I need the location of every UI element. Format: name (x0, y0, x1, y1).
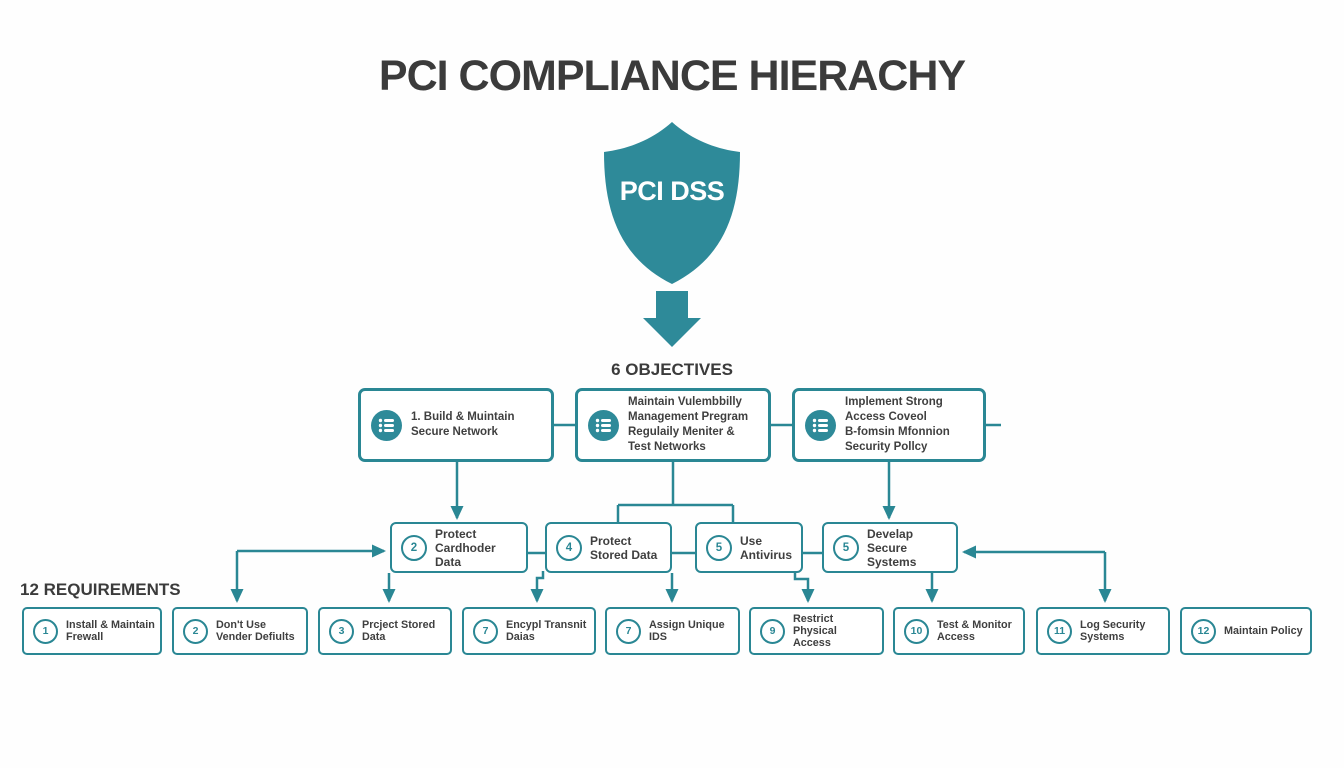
number-badge: 10 (904, 618, 929, 644)
middle-box-protect-cardholder-data: 2 Protect Cardhoder Data (390, 522, 528, 573)
middle-box-protect-stored-data: 4 Protect Stored Data (545, 522, 672, 573)
objective-line: Access Coveol (845, 410, 927, 423)
requirement-label: Install & Maintain Frewall (66, 619, 155, 643)
requirement-label: Prcject Stored Data (362, 619, 436, 643)
number-badge: 12 (1191, 618, 1216, 644)
requirement-box-2: 2 Don't Use Vender Defiults (172, 607, 308, 655)
requirement-box-9: 12 Maintain Policy (1180, 607, 1312, 655)
objective-line: Maintain Vulembbilly (628, 395, 742, 408)
number-badge: 1 (33, 618, 58, 644)
objective-text: Implement Strong Access Coveol B-fomsin … (845, 395, 975, 456)
number-badge: 7 (473, 618, 498, 644)
middle-box-use-antivirus: 5 Use Antivirus (695, 522, 803, 573)
number-badge: 7 (616, 618, 641, 644)
objective-box-2: Maintain Vulembbilly Management Pregram … (575, 388, 771, 462)
objective-box-1: 1. Build & Muintain Secure Network (358, 388, 554, 462)
requirement-box-1: 1 Install & Maintain Frewall (22, 607, 162, 655)
requirement-box-3: 3 Prcject Stored Data (318, 607, 452, 655)
objective-box-3: Implement Strong Access Coveol B-fomsin … (792, 388, 986, 462)
down-arrow-icon (643, 291, 701, 347)
requirements-section-label: 12 REQUIREMENTS (20, 580, 181, 599)
page-title: PCI COMPLIANCE HIERACHY (378, 52, 966, 100)
objective-line: Management Pregram (628, 410, 749, 423)
objective-line: Regulaily Meniter & Test Networks (628, 426, 735, 454)
requirement-label: Assign Unique IDS (649, 619, 725, 643)
middle-box-label: Develap Secure Systems (867, 526, 917, 569)
number-badge: 4 (556, 534, 582, 561)
requirement-label: Encypl Transnit Daias (506, 619, 587, 643)
objective-text: Maintain Vulembbilly Management Pregram … (628, 395, 760, 456)
number-badge: 2 (183, 618, 208, 644)
objectives-section-label: 6 OBJECTIVES (611, 360, 733, 379)
objective-line: B-fomsin Mfonnion Security Pollcy (845, 426, 950, 454)
requirement-box-8: 11 Log Security Systems (1036, 607, 1170, 655)
shield-label: PCI DSS (619, 176, 725, 206)
number-badge: 2 (401, 534, 427, 561)
list-icon (371, 409, 402, 441)
requirement-label: Log Security Systems (1080, 619, 1146, 643)
number-badge: 5 (833, 534, 859, 561)
objective-text: 1. Build & Muintain Secure Network (411, 410, 543, 440)
middle-box-develop-secure-systems: 5 Develap Secure Systems (822, 522, 958, 573)
requirement-label: Maintain Policy (1224, 625, 1303, 637)
number-badge: 5 (706, 534, 732, 561)
middle-box-label: Protect Cardhoder Data (435, 526, 496, 569)
requirement-box-6: 9 Restrict Physical Access (749, 607, 884, 655)
requirement-label: Test & Monitor Access (937, 619, 1012, 643)
objective-line: 1. Build & Muintain Secure Network (411, 410, 515, 438)
number-badge: 3 (329, 618, 354, 644)
requirement-label: Restrict Physical Access (793, 613, 837, 649)
list-icon (805, 409, 836, 441)
middle-box-label: Use Antivirus (740, 533, 793, 562)
number-badge: 9 (760, 618, 785, 644)
objective-line: Implement Strong (845, 395, 943, 408)
requirement-label: Don't Use Vender Defiults (216, 619, 295, 643)
list-icon (588, 409, 619, 441)
requirement-box-4: 7 Encypl Transnit Daias (462, 607, 596, 655)
shield-icon (604, 122, 740, 284)
number-badge: 11 (1047, 618, 1072, 644)
middle-box-label: Protect Stored Data (590, 533, 658, 562)
requirement-box-5: 7 Assign Unique IDS (605, 607, 740, 655)
requirement-box-7: 10 Test & Monitor Access (893, 607, 1025, 655)
